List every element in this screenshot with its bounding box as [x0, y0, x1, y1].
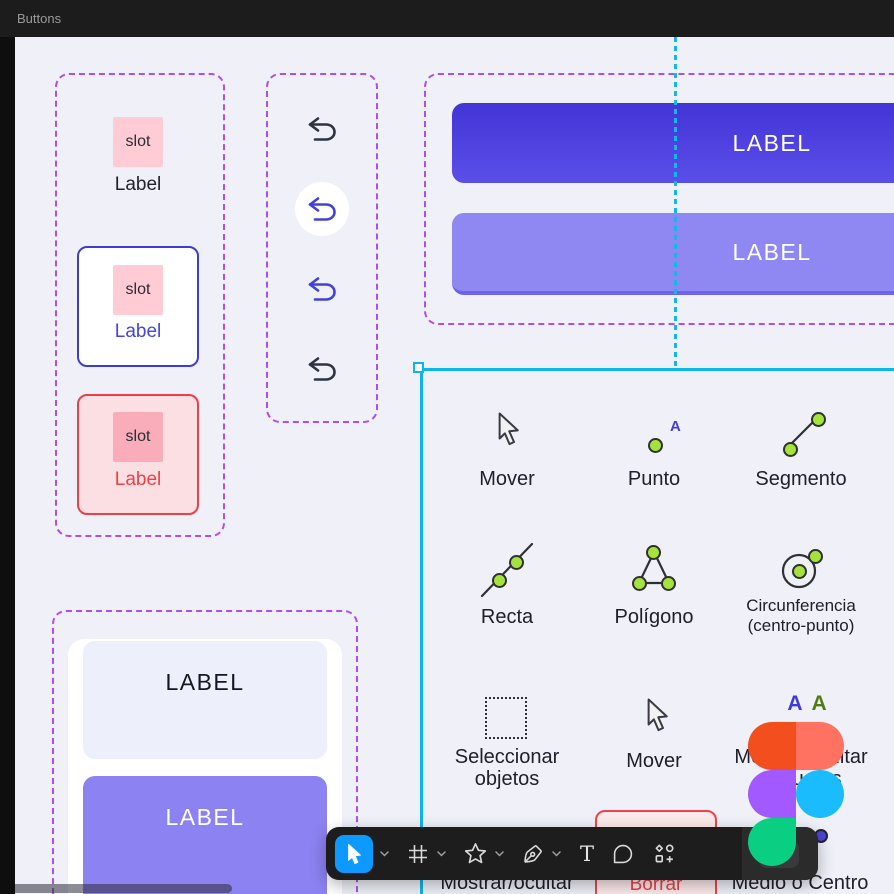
component-group-slot-variants[interactable] [55, 73, 225, 537]
variant-label-outline: Label [114, 321, 162, 342]
file-tab-title[interactable]: Buttons [17, 11, 62, 26]
actions-tool-button[interactable] [652, 841, 677, 866]
point-dot [648, 438, 663, 453]
move-tool-button-active[interactable] [335, 834, 373, 873]
ghost-button-label: LABEL [165, 669, 245, 695]
line-dot [509, 555, 524, 570]
undo-icon-active[interactable] [304, 194, 340, 224]
undo-icon[interactable] [304, 354, 340, 384]
slot-text: slot [125, 133, 151, 150]
filled-button[interactable]: LABEL [83, 776, 327, 894]
primary-button[interactable]: LABEL [452, 103, 894, 183]
secondary-button-label: LABEL [732, 238, 812, 265]
slot-text: slot [125, 428, 151, 445]
undo-icon[interactable] [304, 114, 340, 144]
segment-tool-icon[interactable] [775, 406, 829, 465]
pen-tool-button[interactable] [521, 842, 545, 866]
variant-label-danger: Label [114, 469, 162, 490]
figma-logo[interactable] [748, 722, 844, 866]
tool-label-mover2[interactable]: Mover [626, 750, 682, 772]
point-tool-icon[interactable]: A [640, 410, 688, 458]
comment-tool-button[interactable] [611, 842, 635, 866]
vertical-guide[interactable] [674, 37, 677, 368]
filled-button-label: LABEL [165, 804, 245, 830]
primary-button-label: LABEL [732, 129, 812, 156]
secondary-button[interactable]: LABEL [452, 213, 894, 295]
shape-tool-button[interactable] [463, 841, 488, 866]
segment-dot [783, 442, 798, 457]
horizontal-scrollbar-thumb[interactable] [0, 884, 232, 893]
pen-tool-chevron-icon[interactable] [552, 850, 561, 857]
polygon-dot [632, 576, 647, 591]
polygon-dot [661, 576, 676, 591]
frame-tool-chevron-icon[interactable] [437, 850, 446, 857]
icon-hover-circle [295, 182, 349, 236]
tool-label-circunferencia[interactable]: Circunferencia (centro-punto) [746, 596, 856, 635]
circle-tool-icon[interactable] [778, 545, 826, 598]
figma-toolbar: T [326, 827, 818, 880]
variant-label-default: Label [114, 174, 162, 195]
figma-logo-blue-circle [796, 770, 844, 818]
tool-label-recta[interactable]: Recta [480, 606, 534, 628]
point-a-marker: A [670, 418, 681, 435]
tool-label-punto[interactable]: Punto [627, 468, 681, 490]
figma-logo-salmon-shape [796, 722, 844, 770]
move-cursor-icon[interactable] [643, 694, 673, 745]
tool-label-mover[interactable]: Mover [479, 468, 535, 490]
ghost-button[interactable]: LABEL [83, 641, 327, 759]
slot-placeholder[interactable]: slot [113, 265, 163, 315]
segment-dot [811, 412, 826, 427]
select-objects-icon[interactable] [485, 697, 527, 739]
tool-label-poligono[interactable]: Polígono [614, 606, 694, 628]
polygon-dot [646, 545, 661, 560]
figma-logo-red-shape [748, 722, 796, 770]
figma-logo-green-shape [748, 818, 796, 866]
line-dot [492, 573, 507, 588]
polygon-tool-icon[interactable] [630, 545, 678, 598]
labels-aa-icon[interactable]: A A [787, 692, 827, 715]
window-titlebar: Buttons [0, 0, 894, 37]
move-cursor-icon[interactable] [494, 408, 524, 459]
shape-tool-chevron-icon[interactable] [495, 850, 504, 857]
slot-placeholder[interactable]: slot [113, 412, 163, 462]
text-tool-button[interactable]: T [580, 841, 595, 866]
component-group-cta-buttons[interactable] [424, 73, 894, 325]
frame-tool-button[interactable] [406, 842, 430, 866]
slot-text: slot [125, 281, 151, 298]
design-canvas[interactable]: slot Label slot Label slot Label LABEL L… [15, 37, 894, 894]
tool-label-segmento[interactable]: Segmento [755, 468, 847, 490]
undo-icon[interactable] [304, 274, 340, 304]
figma-logo-purple-shape [748, 770, 796, 818]
circle-center-dot [792, 564, 807, 579]
slot-placeholder[interactable]: slot [113, 117, 163, 167]
component-group-undo-icons[interactable] [266, 73, 378, 423]
circle-rim-dot [808, 549, 823, 564]
tool-label-seleccionar[interactable]: Seleccionar objetos [454, 746, 560, 790]
move-tool-chevron-icon[interactable] [380, 850, 389, 857]
frame-corner-handle[interactable] [413, 362, 424, 373]
component-group-card-buttons[interactable] [52, 610, 358, 894]
window-left-edge [0, 37, 15, 894]
line-tool-icon[interactable] [478, 540, 536, 605]
